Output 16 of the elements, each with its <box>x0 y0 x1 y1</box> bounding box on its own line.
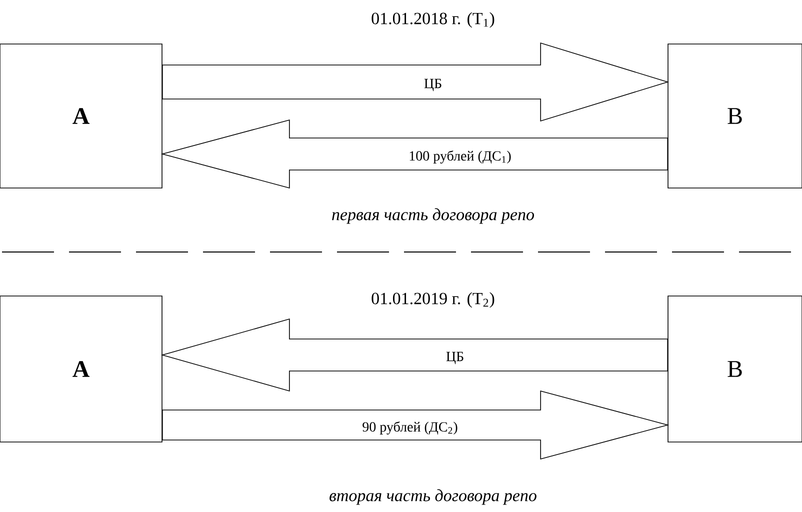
date-label: 01.01.2019 г. (T$_{2}$) <box>372 292 494 308</box>
block-arrow <box>162 390 670 460</box>
block-arrow <box>160 318 668 392</box>
party-box: A <box>0 296 162 442</box>
date-label: 01.01.2018 г. (T$_{1}$) <box>372 12 494 28</box>
edge-label: 100 рублей (ДС$_{1}$) <box>410 150 511 164</box>
party-box: A <box>0 44 162 188</box>
party-box: B <box>668 44 802 188</box>
block-arrow <box>162 42 669 122</box>
edge-label: ЦБ <box>446 352 464 364</box>
block-arrow <box>160 119 668 189</box>
party-box: B <box>668 296 802 442</box>
caption: первая часть договора репо <box>332 208 534 224</box>
edge-label: 90 рублей (ДС$_{2}$) <box>362 421 458 435</box>
edge-label: ЦБ <box>424 78 442 92</box>
caption: вторая часть договора репо <box>330 489 536 505</box>
